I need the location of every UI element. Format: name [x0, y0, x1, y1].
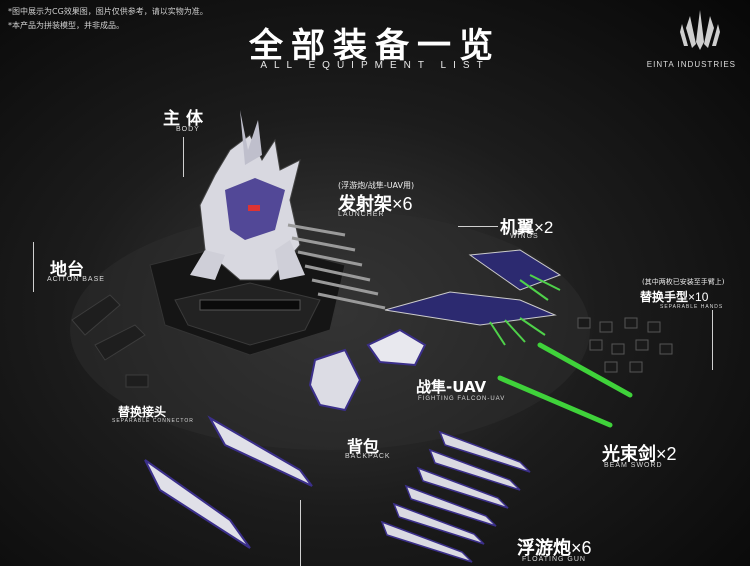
- beam-sword-label: 光束剑×2: [602, 444, 677, 465]
- launcher-qty: ×6: [392, 194, 413, 214]
- floating-gun-qty: ×6: [571, 538, 592, 558]
- body-mech-art: [190, 110, 305, 281]
- brand-name: EINTA INDUSTRIES: [646, 60, 736, 69]
- disclaimer-kit: *本产品为拼装模型，并非成品。: [8, 21, 124, 30]
- body-label: 主体: [163, 109, 209, 129]
- wings-qty: ×2: [534, 218, 554, 237]
- base-label-en: ACITON BASE: [47, 276, 105, 283]
- body-leader-line: [183, 137, 184, 177]
- launcher-art: [287, 223, 386, 310]
- backpack-label-en: BACKPACK: [345, 453, 391, 460]
- floating-gun-label-en: FLOATING GUN: [522, 556, 586, 563]
- wings-leader-line: [458, 226, 498, 227]
- backpack-art: [308, 348, 362, 412]
- hands-label: 替换手型×10: [640, 290, 709, 304]
- uav-label: 战隼-UAV: [416, 378, 487, 396]
- connector-label: 替换接头: [118, 405, 167, 419]
- hands-art: [577, 317, 673, 373]
- disclaimer-cg: *图中展示为CG效果图，图片仅供参考，请以实物为准。: [8, 7, 208, 16]
- backpack-label: 背包: [347, 437, 380, 456]
- hands-qty: ×10: [688, 290, 709, 304]
- hands-leader-line: [712, 310, 713, 370]
- beam-sword-qty: ×2: [656, 444, 677, 464]
- beam-sword-art: [497, 342, 633, 428]
- blade-leader-line: [300, 500, 301, 566]
- base-leader-line: [33, 242, 34, 292]
- page-title: 全部装备一览: [249, 26, 501, 66]
- launcher-note: (浮游炮/战隼-UAV用): [338, 181, 415, 190]
- wings-art: [384, 249, 562, 346]
- blade-art: [144, 415, 313, 549]
- body-label-en: BODY: [176, 126, 200, 133]
- floating-gun-label: 浮游炮×6: [517, 538, 592, 559]
- beam-sword-label-en: BEAM SWORD: [604, 462, 663, 469]
- base-label: 地台: [50, 260, 84, 280]
- launcher-label-en: LAUNCHER: [338, 211, 385, 218]
- connector-label-en: SEPARABLE CONNECTOR: [112, 418, 194, 424]
- hands-note: (其中两枚已安装至手臂上): [642, 278, 725, 286]
- einta-logo-icon: [680, 10, 720, 50]
- uav-art: [366, 328, 427, 367]
- floating-gun-art: [380, 430, 531, 563]
- launcher-label: 发射架×6: [338, 194, 413, 215]
- page-subtitle: ALL EQUIPMENT LIST: [260, 60, 490, 71]
- wings-label: 机翼×2: [500, 218, 554, 238]
- wings-label-en: WINGS: [510, 233, 539, 240]
- connector-art: [71, 294, 149, 388]
- uav-label-en: FIGHTING FALCON-UAV: [418, 396, 506, 402]
- hands-label-en: SEPARABLE HANDS: [660, 304, 724, 310]
